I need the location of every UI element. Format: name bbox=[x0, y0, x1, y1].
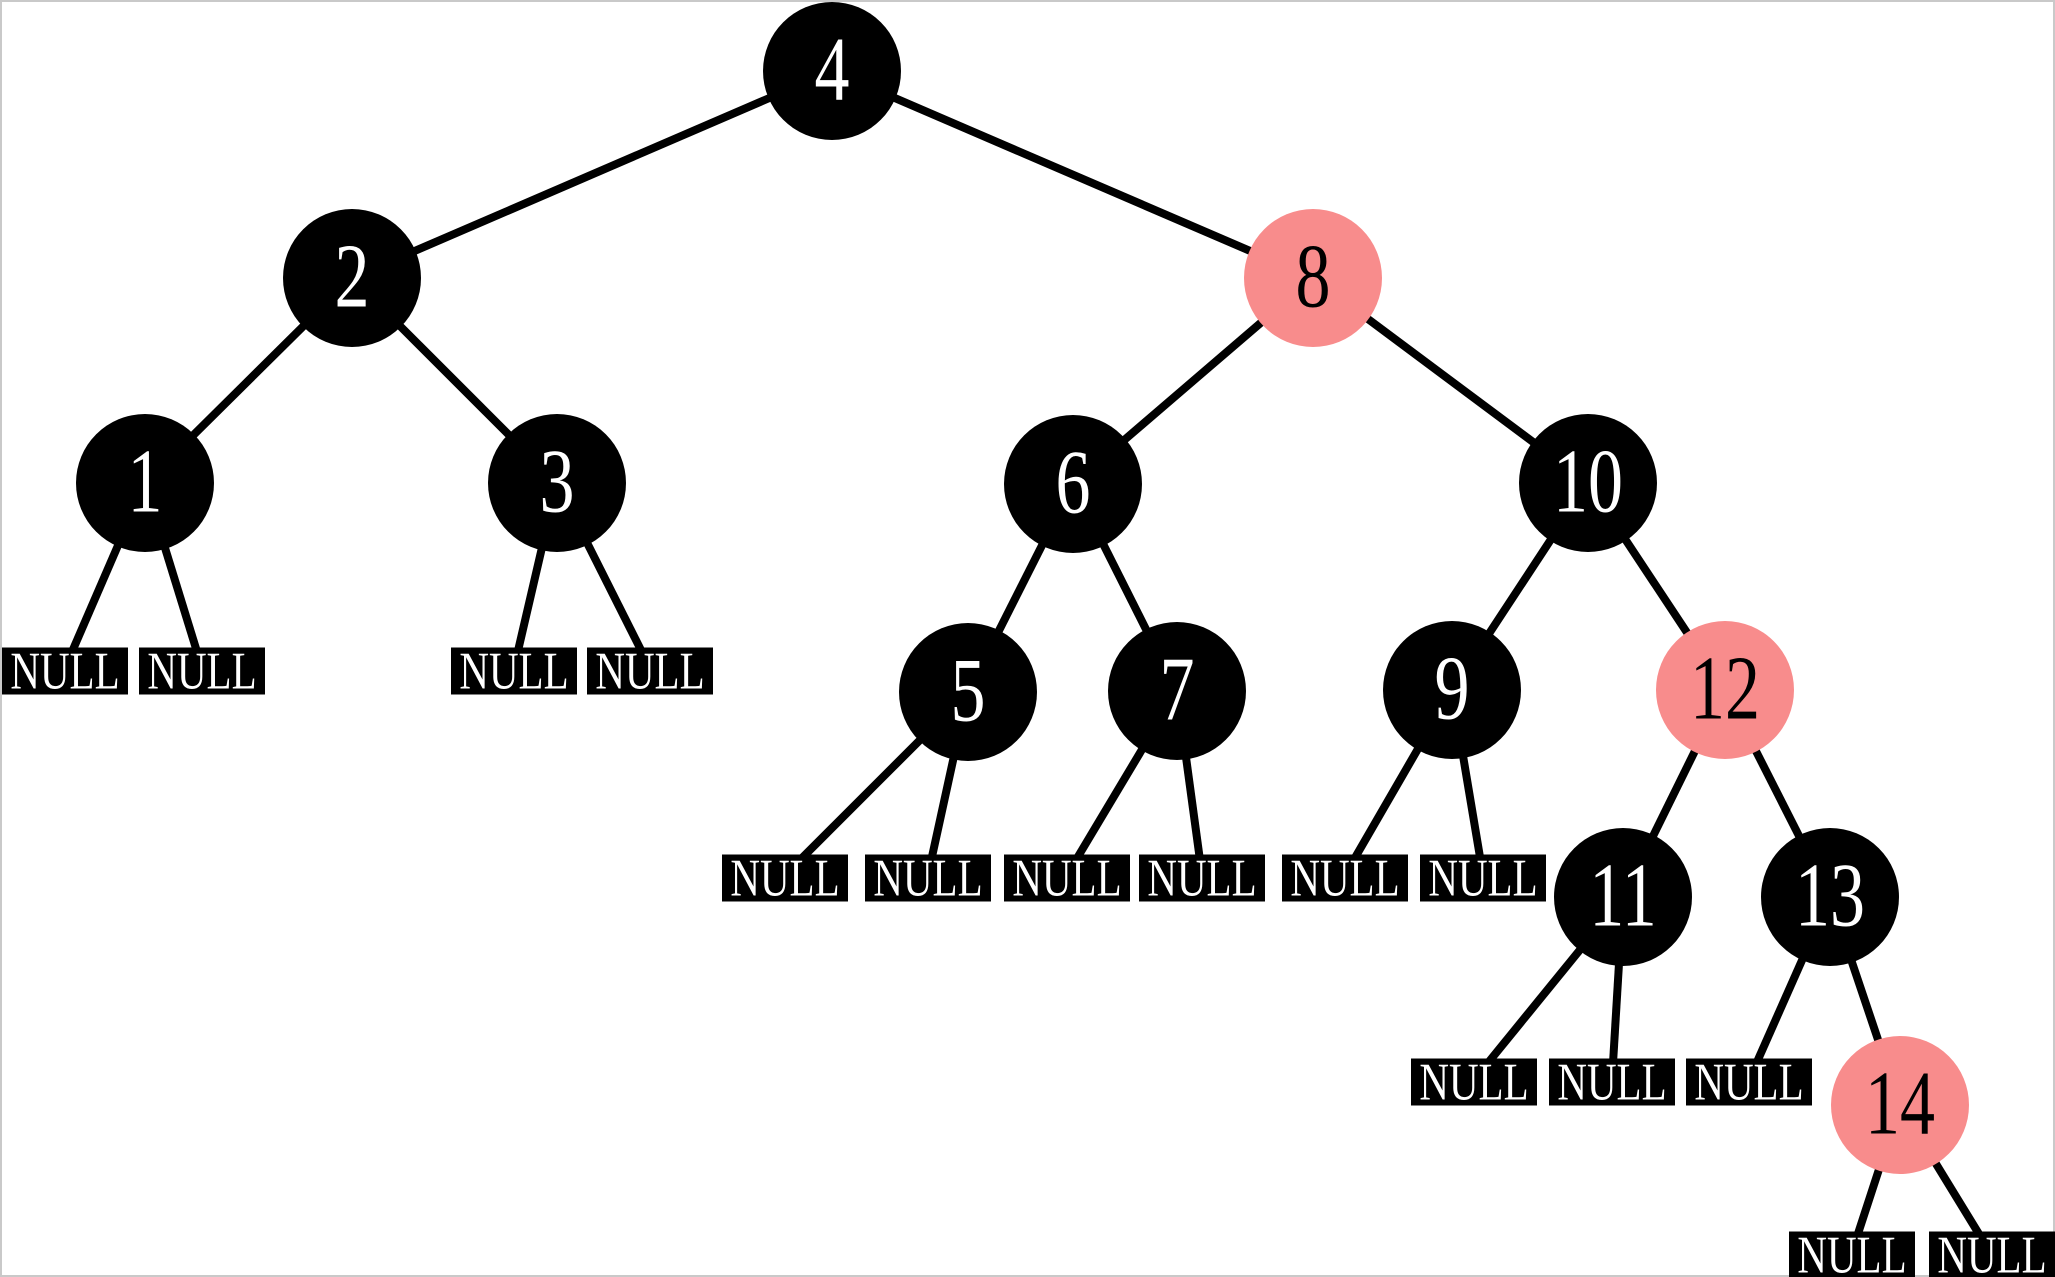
null-leaf-1-right: NULL bbox=[139, 644, 265, 697]
null-leaf-label: NULL bbox=[873, 847, 983, 908]
tree-node-7: 7 bbox=[1108, 622, 1246, 760]
tree-node-8: 8 bbox=[1244, 209, 1382, 347]
tree-node-1-label: 1 bbox=[127, 432, 163, 533]
null-leaf-11-left: NULL bbox=[1411, 1055, 1537, 1108]
null-leaf-5-left: NULL bbox=[722, 851, 848, 904]
null-leaf-9-left: NULL bbox=[1282, 851, 1408, 904]
tree-node-2-label: 2 bbox=[334, 227, 370, 328]
tree-node-9-label: 9 bbox=[1434, 639, 1470, 740]
null-leaf-label: NULL bbox=[1428, 847, 1538, 908]
tree-node-3-label: 3 bbox=[539, 432, 575, 533]
tree-node-10: 10 bbox=[1519, 414, 1657, 552]
null-leaf-5-right: NULL bbox=[865, 851, 991, 904]
tree-node-2: 2 bbox=[283, 209, 421, 347]
edge-4-8 bbox=[830, 67, 1315, 282]
null-leaf-7-left: NULL bbox=[1004, 851, 1130, 904]
tree-node-11: 11 bbox=[1554, 828, 1692, 966]
null-leaf-1-left: NULL bbox=[2, 644, 128, 697]
tree-node-7-label: 7 bbox=[1159, 640, 1195, 741]
tree-node-5: 5 bbox=[899, 623, 1037, 761]
tree-node-5-label: 5 bbox=[950, 641, 986, 742]
tree-node-14-label: 14 bbox=[1865, 1054, 1935, 1155]
null-leaf-label: NULL bbox=[147, 640, 257, 701]
null-leaf-3-left: NULL bbox=[451, 644, 577, 697]
null-leaf-3-right: NULL bbox=[587, 644, 713, 697]
null-leaf-label: NULL bbox=[595, 640, 705, 701]
null-leaf-label: NULL bbox=[1937, 1224, 2047, 1277]
null-leaf-label: NULL bbox=[1694, 1051, 1804, 1112]
null-leaf-label: NULL bbox=[1290, 847, 1400, 908]
tree-node-13: 13 bbox=[1761, 828, 1899, 966]
tree-node-4: 4 bbox=[763, 2, 901, 140]
tree-node-4-label: 4 bbox=[814, 20, 850, 121]
tree-node-10-label: 10 bbox=[1553, 432, 1623, 533]
null-leaf-9-right: NULL bbox=[1420, 851, 1546, 904]
null-leaf-label: NULL bbox=[1557, 1051, 1667, 1112]
tree-node-12: 12 bbox=[1656, 621, 1794, 759]
null-leaf-label: NULL bbox=[10, 640, 120, 701]
null-leaf-label: NULL bbox=[1012, 847, 1122, 908]
null-leaf-14-right: NULL bbox=[1929, 1228, 2055, 1277]
tree-node-13-label: 13 bbox=[1795, 846, 1865, 947]
edge-4-2 bbox=[350, 67, 834, 282]
null-leaf-11-right: NULL bbox=[1549, 1055, 1675, 1108]
null-leaf-label: NULL bbox=[459, 640, 569, 701]
null-leaf-label: NULL bbox=[730, 847, 840, 908]
tree-node-1: 1 bbox=[76, 414, 214, 552]
tree-node-6: 6 bbox=[1004, 415, 1142, 553]
tree-node-12-label: 12 bbox=[1690, 639, 1760, 740]
tree-node-3: 3 bbox=[488, 414, 626, 552]
tree-node-8-label: 8 bbox=[1295, 227, 1331, 328]
tree-node-14: 14 bbox=[1831, 1036, 1969, 1174]
tree-node-11-label: 11 bbox=[1589, 846, 1657, 947]
null-leaf-label: NULL bbox=[1147, 847, 1257, 908]
null-leaf-label: NULL bbox=[1797, 1224, 1907, 1277]
null-leaf-label: NULL bbox=[1419, 1051, 1529, 1112]
tree-node-6-label: 6 bbox=[1055, 433, 1091, 534]
null-leaf-7-right: NULL bbox=[1139, 851, 1265, 904]
null-leaf-13-left: NULL bbox=[1686, 1055, 1812, 1108]
null-leaf-14-left: NULL bbox=[1789, 1228, 1915, 1277]
tree-node-9: 9 bbox=[1383, 621, 1521, 759]
